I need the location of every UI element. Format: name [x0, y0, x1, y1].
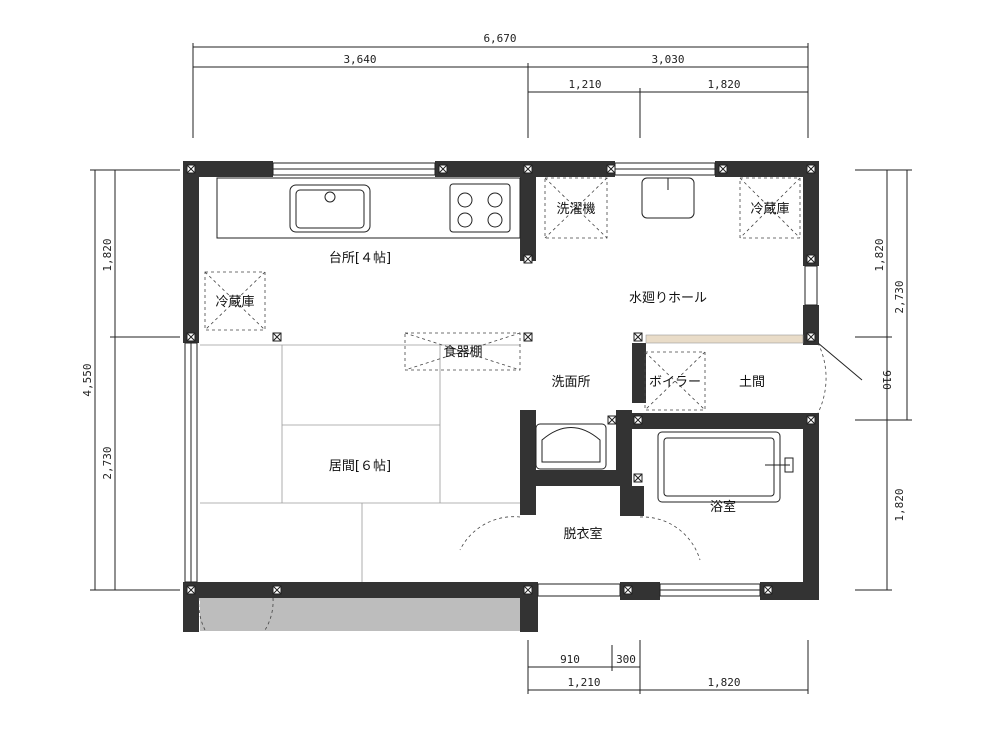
label-kitchen: 台所[４帖]	[329, 251, 391, 266]
column-marker-cross	[806, 164, 816, 174]
label-washroom: 洗面所	[551, 375, 590, 390]
label-boiler: ボイラー	[649, 375, 701, 390]
column-marker-cross	[523, 585, 533, 595]
dim-left-total: 4,550	[81, 363, 94, 396]
room-labels: 台所[４帖] 冷蔵庫 食器棚 洗濯機 冷蔵庫 水廻りホール 洗面所 ボイラー 土…	[215, 202, 789, 542]
boiler-strip	[645, 334, 804, 344]
column-marker-cross	[763, 585, 773, 595]
label-fridge-right: 冷蔵庫	[750, 202, 789, 217]
tatami-lines	[200, 344, 520, 582]
column-marker-cross	[606, 164, 616, 174]
column-markers	[186, 164, 816, 595]
dim-top-right: 3,030	[651, 53, 684, 66]
column-marker-cross	[186, 585, 196, 595]
column-marker-cross	[718, 164, 728, 174]
label-fridge-left: 冷蔵庫	[215, 295, 254, 310]
appliance-boxes	[204, 177, 801, 411]
dim-right-upper-total: 2,730	[893, 280, 906, 313]
column-marker-cross	[806, 415, 816, 425]
dimension-lines: 6,670 3,640 3,030 1,210 1,820 4,550 1,82…	[81, 32, 912, 694]
column-marker-cross	[806, 254, 816, 264]
column-marker-cross	[523, 164, 533, 174]
label-earth-floor: 土間	[739, 375, 765, 390]
column-marker-cross	[438, 164, 448, 174]
label-living: 居間[６帖]	[329, 459, 391, 474]
fixtures	[535, 177, 794, 503]
dim-right-lower: 1,820	[893, 488, 906, 521]
column-marker-cross	[633, 473, 643, 483]
dim-left-upper: 1,820	[101, 238, 114, 271]
column-marker-cross	[633, 332, 643, 342]
column-marker-cross	[607, 415, 617, 425]
dim-top-sub-right: 1,820	[707, 78, 740, 91]
windows	[184, 162, 818, 597]
column-marker-cross	[523, 332, 533, 342]
label-washer: 洗濯機	[556, 202, 595, 217]
dim-right-upper: 1,820	[873, 238, 886, 271]
dim-bottom-910: 910	[560, 653, 580, 666]
dim-bottom-300: 300	[616, 653, 636, 666]
label-water-hall: 水廻りホール	[629, 291, 707, 306]
dim-top-left: 3,640	[343, 53, 376, 66]
dim-bottom-right: 1,820	[707, 676, 740, 689]
doors	[198, 342, 863, 631]
label-cupboard: 食器棚	[443, 344, 482, 360]
column-marker-cross	[272, 585, 282, 595]
porch-area	[200, 598, 520, 631]
column-marker-cross	[186, 332, 196, 342]
column-marker-cross	[186, 164, 196, 174]
dim-left-lower: 2,730	[101, 446, 114, 479]
column-marker-cross	[523, 254, 533, 264]
column-marker-cross	[272, 332, 282, 342]
column-marker-cross	[806, 332, 816, 342]
dim-top-total: 6,670	[483, 32, 516, 45]
label-bath: 浴室	[710, 499, 736, 515]
dim-bottom-left: 1,210	[567, 676, 600, 689]
kitchen-counter	[216, 177, 521, 239]
column-marker-cross	[633, 415, 643, 425]
dim-top-sub-left: 1,210	[568, 78, 601, 91]
column-marker-cross	[623, 585, 633, 595]
dim-right-door: 910	[880, 370, 893, 390]
label-dressing: 脱衣室	[563, 526, 602, 542]
